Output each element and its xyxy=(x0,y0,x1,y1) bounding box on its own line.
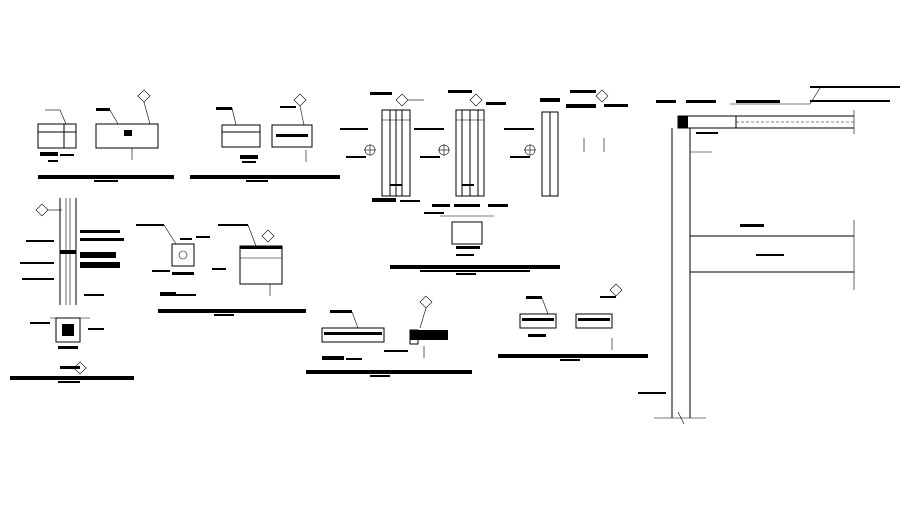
column-section-1 xyxy=(340,92,424,197)
pile-cap-detail xyxy=(136,224,210,296)
small-beam-detail xyxy=(498,283,648,361)
beam-detail-2 xyxy=(190,93,340,182)
ledge-detail xyxy=(158,224,306,316)
column-section-2 xyxy=(414,90,506,197)
slab-edge-detail xyxy=(306,295,472,377)
beam-detail-1 xyxy=(37,89,174,182)
column-elevation xyxy=(10,198,134,383)
retaining-wall-section xyxy=(638,86,900,425)
section-label-block xyxy=(372,198,560,275)
column-section-3 xyxy=(504,89,628,197)
